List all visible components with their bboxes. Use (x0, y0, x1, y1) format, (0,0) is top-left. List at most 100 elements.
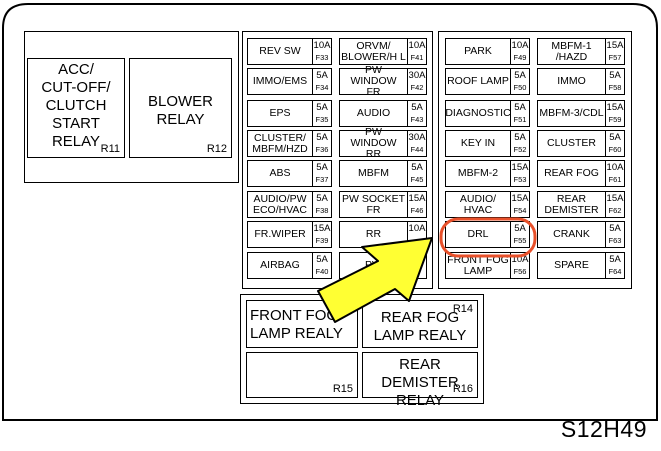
fuse-f34: IMMO/EMS 5A F34 (247, 68, 332, 95)
fuse-label: AUDIO/PW ECO/HVAC (252, 192, 308, 216)
fuse-id: F44 (410, 145, 424, 154)
fuse-label: SPARE (554, 259, 589, 271)
fuse-label: ROOF LAMP (447, 75, 509, 87)
fuse-id: F55 (513, 236, 527, 245)
relay-r11: ACC/ CUT-OFF/ CLUTCH START RELAY R11 (27, 58, 125, 158)
fuse-label: FR.WIPER (254, 228, 306, 240)
fuse-id: F43 (410, 115, 424, 124)
fuse-f44: PW WINDOW RR 30A F44 (339, 126, 427, 160)
fuse-label: PW WINDOW FR (350, 64, 397, 98)
fuse-f39: FR.WIPER 15A F39 (247, 221, 332, 248)
left-relay-panel (24, 31, 239, 183)
relay-r16-id: R16 (452, 383, 473, 395)
fuse-amperage: 30A (408, 132, 426, 143)
fuse-amperage: 15A (606, 40, 624, 51)
fuse-label: IMMO (557, 75, 586, 87)
fuse-id: F60 (608, 145, 622, 154)
fuse-label: KEY IN (460, 137, 496, 149)
fuse-amperage: 5A (316, 193, 328, 204)
fuse-amperage: 10A (511, 254, 529, 265)
relay-r14-name: REAR FOG LAMP REALY (373, 309, 467, 344)
fuse-amperage: 5A (514, 132, 526, 143)
fuse-f43: AUDIO 5A F43 (339, 100, 427, 127)
fuse-amperage: 15A (606, 193, 624, 204)
fuse-label: DRL (467, 228, 489, 240)
relay-r12-name: BLOWER RELAY (147, 93, 213, 128)
relay-front-fog: FRONT FOG LAMP REALY (246, 300, 358, 348)
fuse-id: F53 (513, 175, 527, 184)
fuse-label: PW SOCKET FR (341, 192, 405, 216)
fuse-label: MBFM-3/CDL (539, 107, 604, 119)
fuse-amperage: 5A (316, 70, 328, 81)
fuse-id: F34 (315, 83, 329, 92)
fuse-label: MBFM (358, 167, 389, 179)
fuse-f52: KEY IN 5A F52 (445, 130, 530, 157)
relay-r15-id: R15 (332, 383, 353, 395)
fuse-id: F57 (608, 53, 622, 62)
fuse-amperage: 15A (511, 193, 529, 204)
fuse-label: AIRBAG (260, 259, 300, 271)
fuse-amperage: 10A (408, 40, 426, 51)
fuse-label: PW WINDOW RR (350, 126, 397, 160)
diagram-code: S12H49 (560, 416, 647, 442)
fuse-amperage: 5A (609, 132, 621, 143)
fuse-amperage: 10A (606, 162, 624, 173)
fuse-id: F56 (513, 267, 527, 276)
fuse-amperage: 15A (313, 223, 331, 234)
fuse-id: F39 (315, 236, 329, 245)
fuse-id: F33 (315, 53, 329, 62)
fuse-f33: REV SW 10A F33 (247, 38, 332, 65)
fuse-amperage: 15A (511, 162, 529, 173)
fuse-f64: SPARE 5A F64 (537, 252, 625, 279)
right-fuse-panel (438, 31, 632, 289)
relay-r11-name: ACC/ CUT-OFF/ CLUTCH START RELAY (41, 61, 111, 150)
relay-r16-name: REAR DEMISTER RELAY (381, 356, 459, 409)
fuse-label: IMMO/EMS (252, 75, 308, 87)
relay-r15: R15 (246, 352, 358, 398)
highlight-circle (439, 217, 537, 258)
relay-r12: BLOWER RELAY R12 (129, 58, 232, 158)
fuse-id: F54 (513, 206, 527, 215)
pointer-arrow (317, 237, 433, 323)
fuse-id: F35 (315, 115, 329, 124)
fuse-id: F59 (608, 115, 622, 124)
fuse-f60: CLUSTER 5A F60 (537, 130, 625, 157)
fuse-label: REV SW (259, 45, 301, 57)
fuse-label: ABS (269, 167, 291, 179)
relay-r16: REAR DEMISTER RELAY R16 (362, 352, 478, 409)
fuse-id: F42 (410, 83, 424, 92)
fuse-label: AUDIO (356, 107, 391, 119)
fuse-label: CLUSTER (546, 137, 596, 149)
fuse-amperage: 5A (609, 254, 621, 265)
fuse-amperage: 15A (408, 193, 426, 204)
fuse-amperage: 10A (313, 40, 331, 51)
fuse-id: F63 (608, 236, 622, 245)
fuse-amperage: 5A (514, 102, 526, 113)
fuse-label: REAR DEMISTER (544, 192, 599, 216)
fuse-id: F64 (608, 267, 622, 276)
fuse-id: F45 (410, 175, 424, 184)
fuse-amperage: 15A (606, 102, 624, 113)
fuse-label: MBFM-2 (457, 167, 499, 179)
fuse-id: F52 (513, 145, 527, 154)
fuse-id: F38 (315, 206, 329, 215)
fuse-amperage: 5A (411, 102, 423, 113)
